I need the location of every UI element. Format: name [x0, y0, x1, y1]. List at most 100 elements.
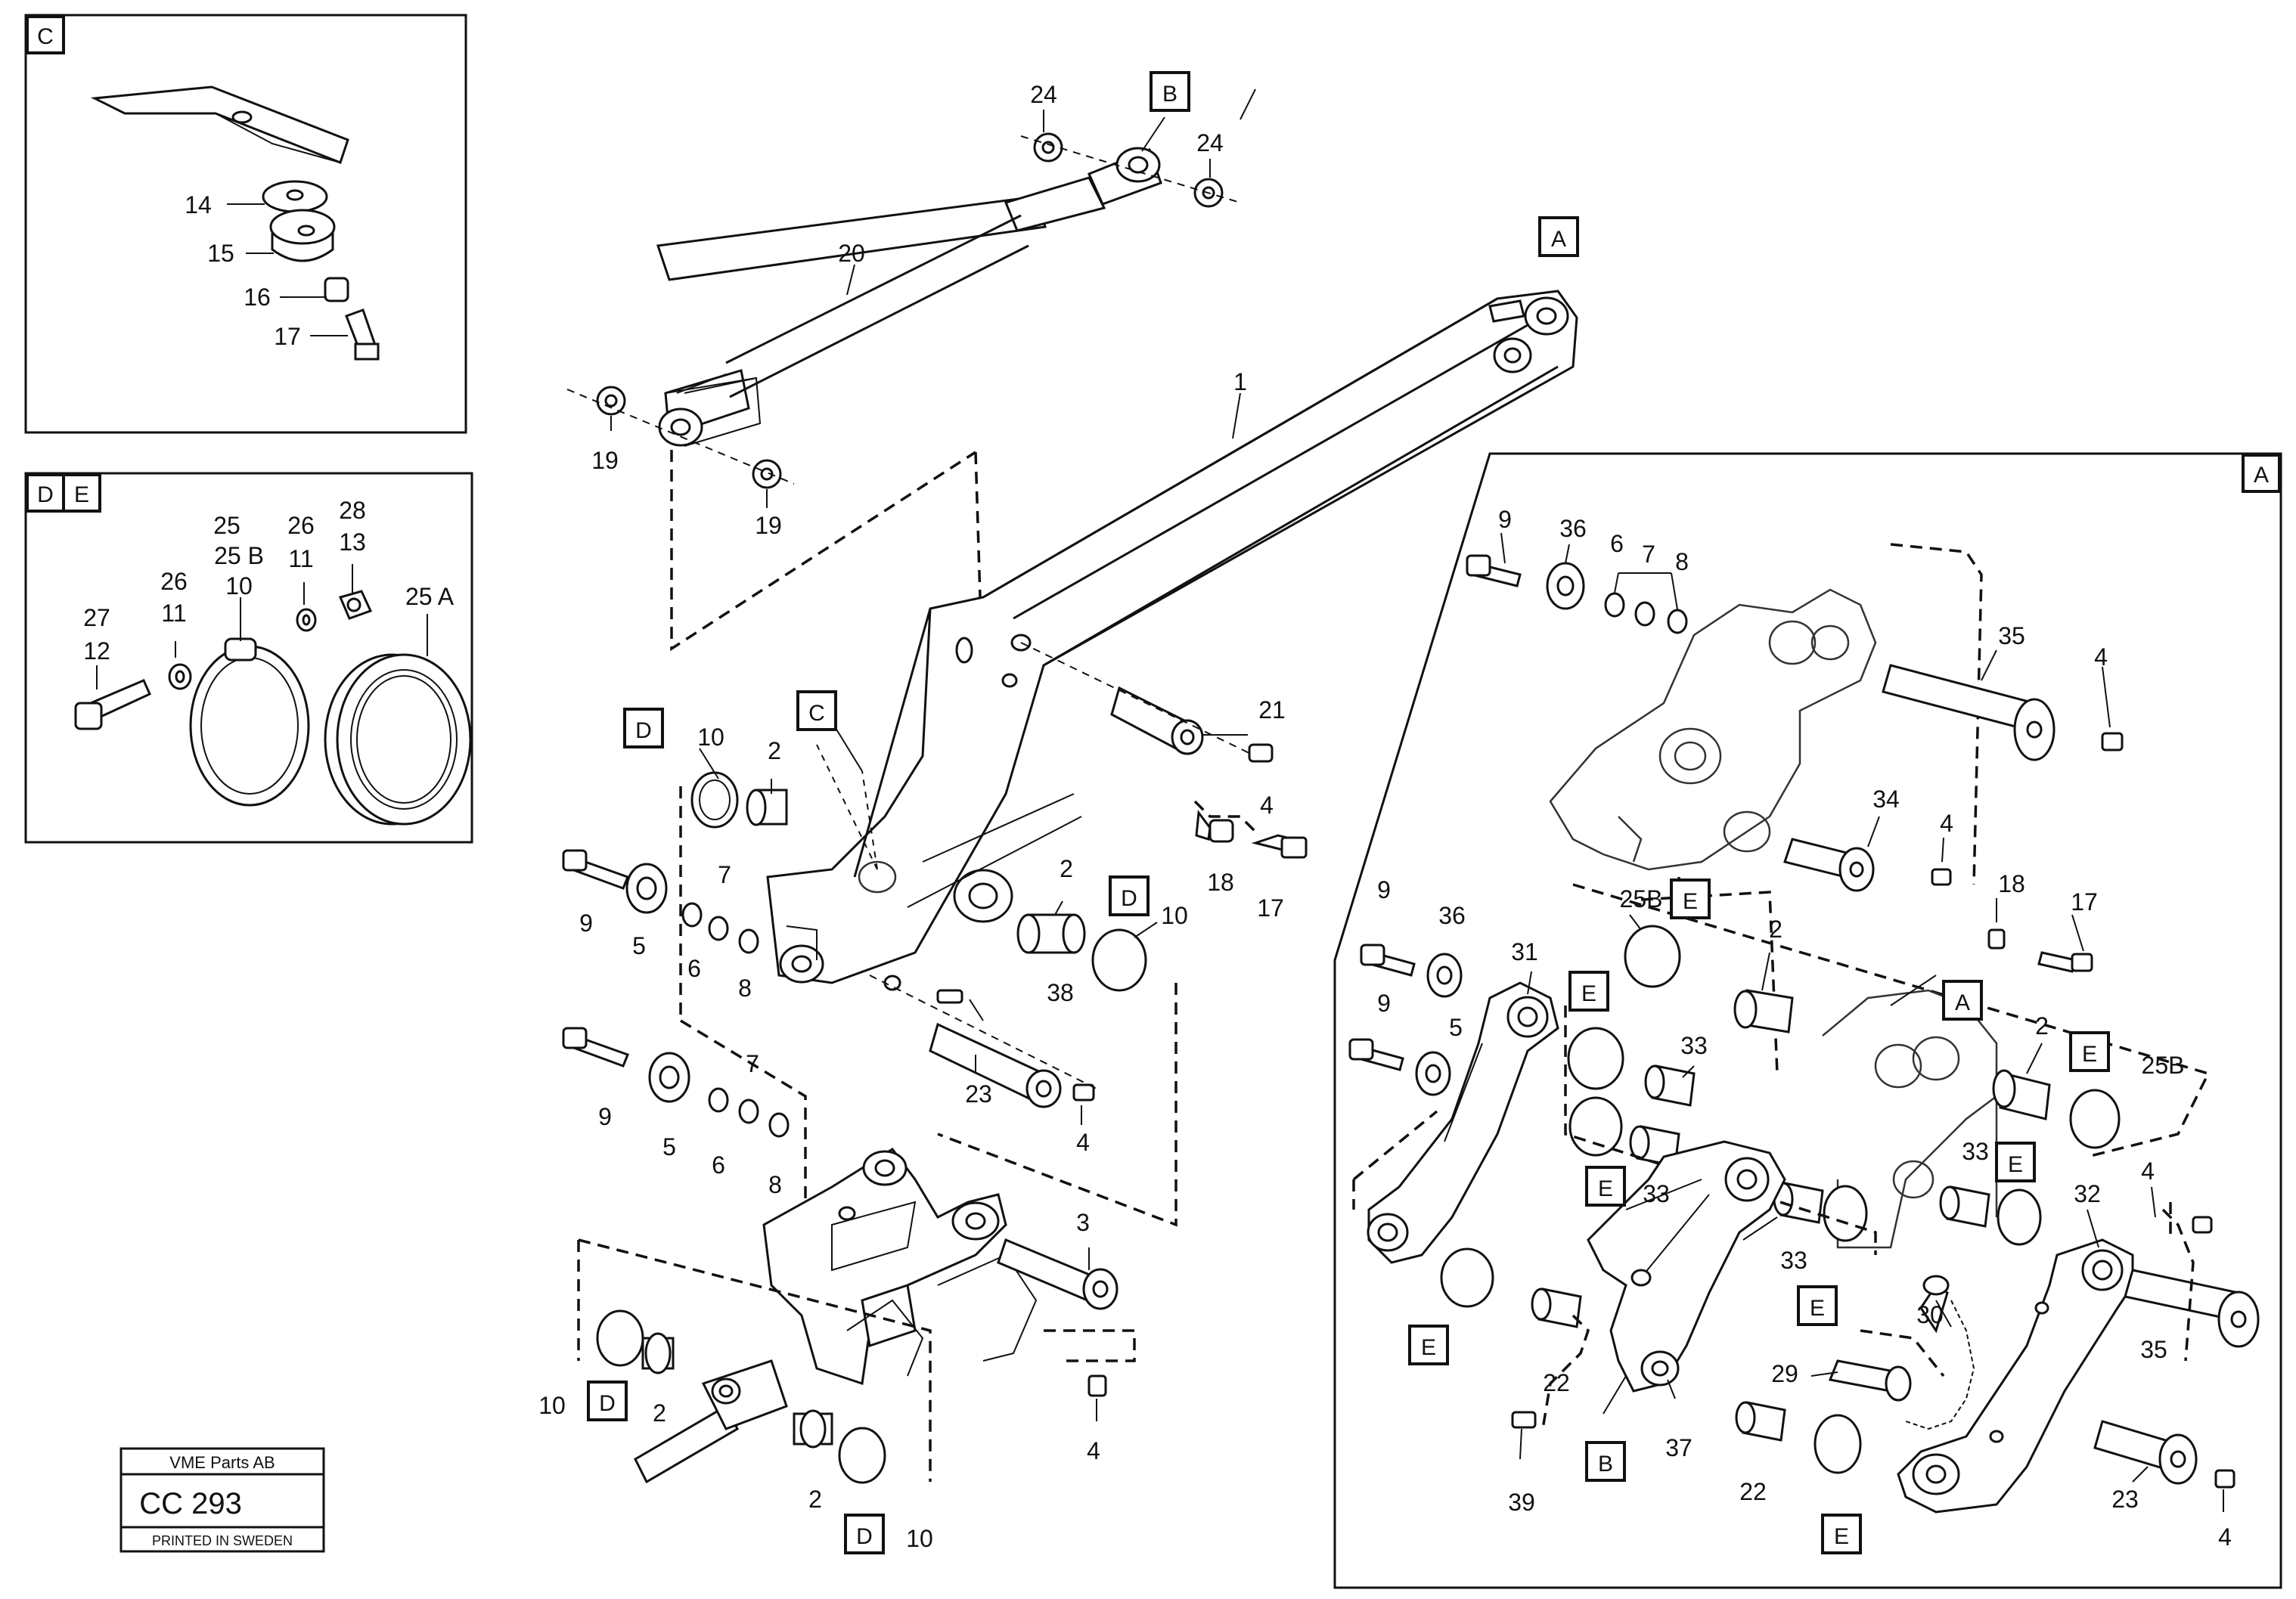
stamp-company: VME Parts AB — [169, 1453, 275, 1472]
main-assembly: B A D C D D D 24 24 20 19 19 1 21 4 18 1… — [538, 71, 1579, 1554]
callout-e-7: E — [1421, 1335, 1436, 1360]
label-4-d: 4 — [2218, 1523, 2232, 1551]
callout-d-bottom-right: D — [856, 1524, 873, 1549]
label-25b-right: 25B — [2142, 1052, 2185, 1079]
inset-de: D E 27 12 26 11 25 25 B 10 26 — [24, 472, 473, 844]
detail-a: A — [1333, 452, 2282, 1589]
label-32: 32 — [2074, 1180, 2101, 1207]
label-8-lower: 8 — [768, 1171, 782, 1198]
label-10-bottom-left: 10 — [538, 1392, 566, 1419]
label-8: 8 — [1675, 548, 1689, 575]
label-2-bottom-left: 2 — [653, 1399, 666, 1427]
callout-e-5: E — [2008, 1152, 2023, 1177]
label-15: 15 — [207, 240, 234, 267]
inset-de-tag-d: D — [37, 482, 54, 507]
label-4-c: 4 — [2141, 1157, 2155, 1185]
label-38: 38 — [1047, 979, 1074, 1006]
label-30: 30 — [1916, 1301, 1944, 1328]
callout-d-left: D — [635, 718, 652, 743]
callout-b-detail: B — [1598, 1452, 1613, 1477]
label-4-bottom: 4 — [1087, 1437, 1100, 1464]
label-14: 14 — [185, 191, 212, 218]
label-25b: 25 B — [214, 542, 264, 569]
label-27: 27 — [83, 604, 110, 631]
label-2-a: 2 — [1769, 916, 1783, 943]
label-2-b: 2 — [2035, 1012, 2049, 1040]
callout-e-4: E — [2082, 1042, 2097, 1067]
callout-a-top: A — [1551, 227, 1566, 252]
callout-e-1: E — [1683, 889, 1698, 914]
label-11-left: 11 — [161, 600, 186, 627]
label-25b-left: 25B — [1620, 885, 1663, 913]
stamp-printed: PRINTED IN SWEDEN — [152, 1533, 293, 1548]
inset-c-tag: C — [37, 24, 54, 49]
label-10-mid: 10 — [1161, 902, 1188, 929]
label-20: 20 — [838, 240, 865, 267]
label-36-b: 36 — [1438, 902, 1466, 929]
label-28: 28 — [339, 497, 366, 524]
detail-a-tag: A — [2254, 463, 2269, 488]
label-3: 3 — [1076, 1209, 1090, 1236]
label-22-b: 22 — [1739, 1478, 1767, 1505]
label-36-a: 36 — [1559, 515, 1587, 542]
label-24-right: 24 — [1196, 129, 1224, 156]
callout-d-bottom-left: D — [599, 1391, 616, 1416]
label-26-left: 26 — [160, 568, 188, 595]
label-9-lower: 9 — [598, 1103, 612, 1130]
label-4-mid: 4 — [1076, 1129, 1090, 1156]
callout-d-mid: D — [1121, 886, 1137, 911]
label-35-lower: 35 — [2140, 1336, 2167, 1363]
label-16: 16 — [244, 284, 271, 311]
callout-e-8: E — [1834, 1524, 1849, 1549]
label-2-bottom-right: 2 — [808, 1486, 822, 1513]
label-33-a: 33 — [1680, 1032, 1708, 1059]
label-19-left: 19 — [591, 447, 619, 474]
label-25: 25 — [213, 512, 240, 539]
callout-b-top: B — [1162, 82, 1177, 107]
label-4-top: 4 — [1260, 792, 1274, 819]
catalog-stamp: VME Parts AB CC 293 PRINTED IN SWEDEN — [119, 1447, 325, 1553]
label-9-a: 9 — [1498, 506, 1512, 533]
cylinder-20 — [656, 147, 1162, 447]
label-13: 13 — [339, 528, 366, 556]
label-9-upper: 9 — [579, 910, 593, 937]
label-7-upper: 7 — [718, 861, 731, 888]
label-33-b: 33 — [1643, 1180, 1670, 1207]
label-6: 6 — [1610, 530, 1624, 557]
callout-c-mid: C — [808, 701, 825, 726]
label-9-c: 9 — [1377, 990, 1391, 1017]
label-2-top: 2 — [768, 737, 781, 764]
label-23: 23 — [965, 1080, 992, 1108]
label-5: 5 — [1449, 1014, 1463, 1041]
callout-a-detail: A — [1955, 990, 1970, 1015]
label-4-a: 4 — [2094, 643, 2108, 671]
label-18: 18 — [1998, 870, 2025, 897]
label-39: 39 — [1508, 1489, 1535, 1516]
boom-arm-1 — [766, 290, 1578, 991]
label-5-upper: 5 — [632, 932, 646, 959]
label-11-right: 11 — [288, 545, 313, 572]
label-35-upper: 35 — [1998, 622, 2025, 649]
label-12: 12 — [83, 637, 110, 665]
label-33-c: 33 — [1780, 1247, 1807, 1274]
label-25a: 25 A — [405, 583, 455, 610]
label-1: 1 — [1233, 368, 1247, 395]
chassis-frame — [762, 1147, 1038, 1385]
label-22-a: 22 — [1543, 1369, 1570, 1396]
label-29: 29 — [1771, 1360, 1798, 1387]
label-17: 17 — [274, 323, 301, 350]
label-7-lower: 7 — [746, 1050, 759, 1077]
label-6-upper: 6 — [687, 955, 701, 982]
label-37: 37 — [1665, 1434, 1693, 1461]
label-10-bottom-right: 10 — [906, 1525, 933, 1552]
label-17: 17 — [1257, 894, 1284, 922]
inset-c: C 14 15 16 17 — [24, 14, 467, 434]
label-24-left: 24 — [1030, 81, 1057, 108]
inset-de-tag-e: E — [74, 482, 89, 507]
label-21: 21 — [1258, 696, 1286, 724]
label-31: 31 — [1511, 938, 1538, 965]
label-33-d: 33 — [1962, 1138, 1989, 1165]
label-9-b: 9 — [1377, 876, 1391, 903]
label-4-b: 4 — [1940, 810, 1953, 837]
